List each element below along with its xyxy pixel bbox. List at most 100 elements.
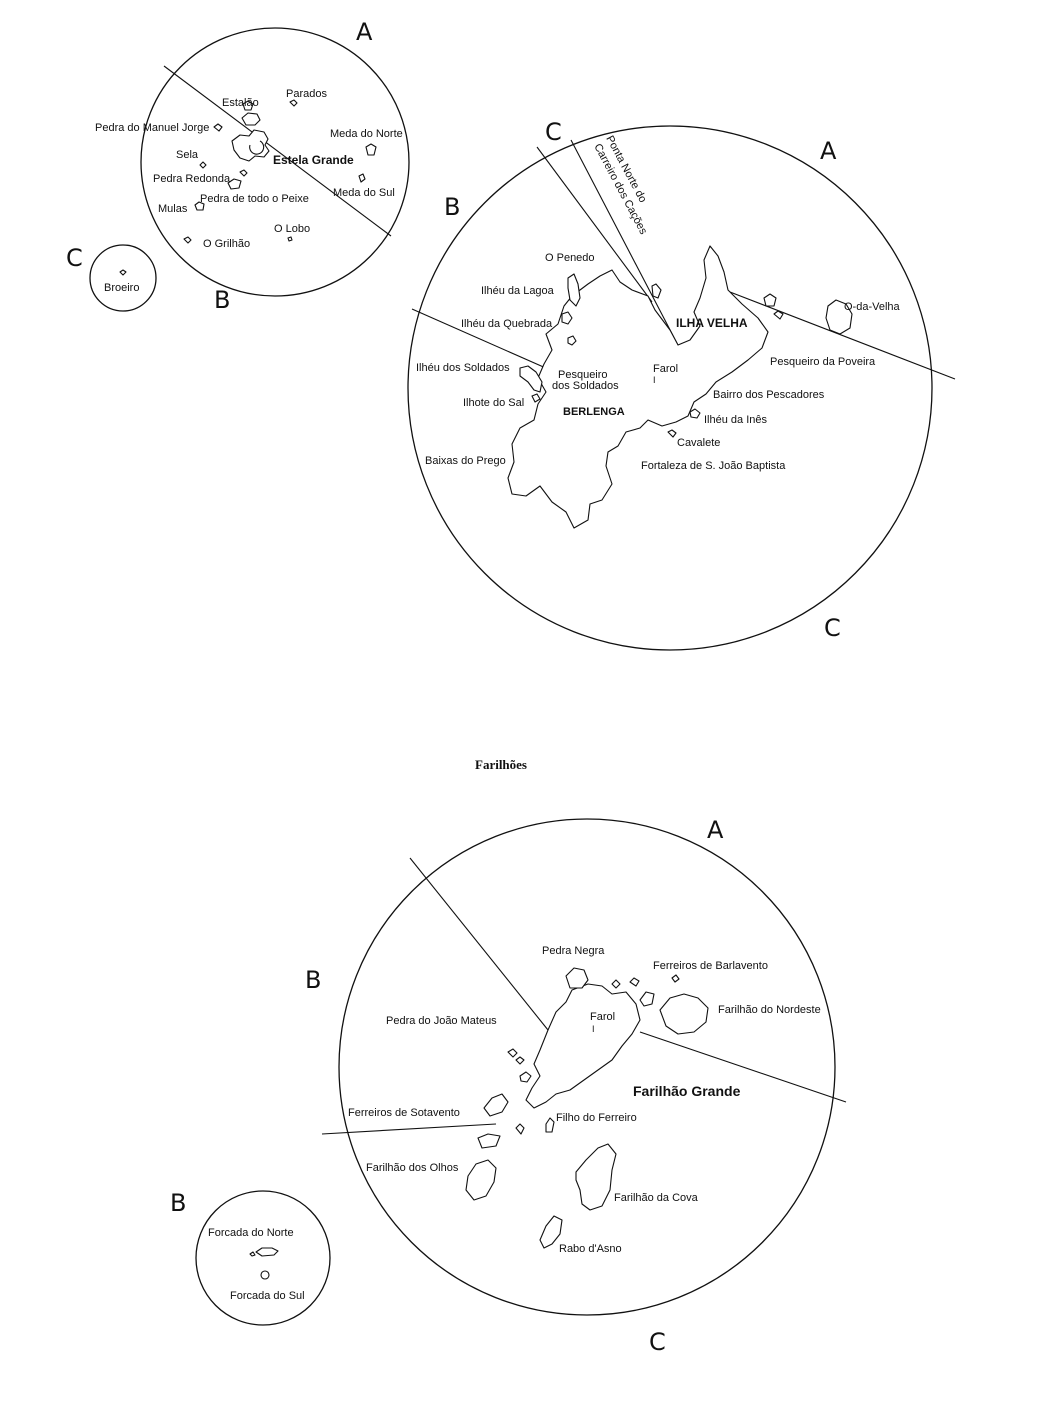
berlenga-zone-circle [407,125,933,651]
forcada-norte-rock [255,1247,279,1257]
label-cavalete: Cavalete [677,437,720,449]
label-pedra-manuel-jorge: Pedra do Manuel Jorge [95,122,209,134]
farilhoes-zone-b: B [305,966,321,994]
farilhao-grande-island [525,983,641,1109]
estelas-panel: A B Estalão Parados Pedra do Manuel Jorg… [95,18,410,314]
label-meda-sul: Meda do Sul [333,187,395,199]
label-ferreiros-sotavento: Ferreiros de Sotavento [348,1107,460,1119]
label-o-grilhao: O Grilhão [203,238,250,250]
o-grilhao-rock [183,236,192,244]
joao-mateus-rock-1 [507,1048,518,1058]
label-ilheu-lagoa: Ilhéu da Lagoa [481,285,555,297]
estelas-sector-line [163,65,392,237]
ferreiro-rock-small [515,1123,525,1135]
label-o-penedo: O Penedo [545,252,595,264]
rabo-asno-rock [539,1215,563,1249]
label-ilheu-quebrada: Ilhéu da Quebrada [461,318,553,330]
label-farilhao-olhos: Farilhão dos Olhos [366,1162,459,1174]
label-o-da-velha: O-da-Velha [844,301,901,313]
label-o-lobo: O Lobo [274,223,310,235]
label-parados: Parados [286,88,327,100]
o-penedo-rock [567,273,581,307]
berlenga-farol-marker: I [653,375,656,385]
ilha-velha-rocks-1 [763,293,777,307]
farilhao-nordeste-rock [659,993,709,1035]
label-pedra-joao-mateus: Pedra do João Mateus [386,1015,497,1027]
label-ferreiros-barlavento: Ferreiros de Barlavento [653,960,768,972]
ponta-norte-rock [651,283,662,299]
farilhoes-zone-circle [338,818,836,1316]
pedra-redonda-rock [227,178,242,190]
label-forcada-sul: Forcada do Sul [230,1290,305,1302]
pedra-manuel-jorge-rock [213,123,223,132]
filho-ferreiro-rock [545,1117,555,1133]
ilheu-quebrada-rock [567,335,577,346]
label-berlenga-farol: Farol [653,363,678,375]
farilhoes-sector-line-east [639,1031,847,1103]
label-sela: Sela [176,149,199,161]
ilha-velha-rocks-2 [773,310,784,320]
farilhoes-farol-marker: I [592,1024,595,1034]
estelas-zone-circle [140,27,410,297]
label-ilheu-soldados: Ilhéu dos Soldados [416,362,510,374]
o-da-velha-rock [825,299,853,335]
farilhao-olhos-rock [465,1159,497,1201]
berlenga-sector-line-west [411,308,549,370]
ilheu-lagoa-rock [561,311,573,325]
label-estela-grande: Estela Grande [273,153,354,167]
farilhoes-title: Farilhões [475,757,527,772]
label-forcada-norte: Forcada do Norte [208,1227,294,1239]
label-ilha-velha: ILHA VELHA [676,316,748,330]
farilhoes-sector-line-nw [409,857,549,1031]
ilheu-ines-rock [689,408,701,419]
label-berlenga: BERLENGA [563,406,625,418]
label-mulas: Mulas [158,203,188,215]
estela-grande-island [231,100,270,162]
meda-sul-rock [358,173,366,183]
estelas-zone-a: A [356,18,373,46]
o-lobo-rock [287,236,293,242]
farilhao-olhos-rock-2 [477,1133,501,1149]
broeiro-rock [119,269,127,276]
joao-mateus-rock-2 [519,1071,532,1083]
label-ilheu-ines: Ilhéu da Inês [704,414,767,426]
forcada-sul-rock [260,1270,270,1280]
farilhoes-zone-c: C [649,1328,666,1356]
label-rabo-asno: Rabo d'Asno [559,1243,622,1255]
farilhoes-sector-line-west [321,1123,497,1135]
meda-norte-rock [365,143,377,156]
ferreiros-sotavento-rock [483,1093,509,1117]
farilhoes-zone-a: A [707,816,724,844]
berlenga-zone-a: A [820,137,837,165]
berlenga-channel-line-1 [536,146,653,303]
sela-rock [199,161,207,169]
cavalete-rock [667,429,677,438]
label-farilhao-cova: Farilhão da Cova [614,1192,699,1204]
label-bairro-pescadores: Bairro dos Pescadores [713,389,825,401]
ferreiros-barlavento-rock-3 [671,974,680,983]
ilheu-soldados-rock [519,365,543,393]
mulas-rock [194,201,205,211]
parados-rock [289,99,298,107]
label-estalao: Estalão [222,97,259,109]
label-ilhote-sal: Ilhote do Sal [463,397,524,409]
label-fortaleza: Fortaleza de S. João Baptista [641,460,786,472]
berlenga-zone-c-bottom: C [824,614,841,642]
label-filho-ferreiro: Filho do Ferreiro [556,1112,637,1124]
label-pedra-negra: Pedra Negra [542,945,605,957]
joao-mateus-rock-3 [515,1056,525,1065]
berlenga-zone-b: B [444,193,460,221]
label-pedra-redonda: Pedra Redonda [153,173,231,185]
ilhote-sal-rock [531,393,541,403]
ferreiros-barlavento-rock-1 [639,991,655,1007]
forcadas-zone-b: B [170,1189,186,1217]
label-farilhao-grande: Farilhão Grande [633,1083,741,1099]
forcada-norte-rock-small [249,1251,256,1257]
forcadas-panel: B Forcada do Norte Forcada do Sul [170,1189,331,1326]
label-farilhao-nordeste: Farilhão do Nordeste [718,1004,821,1016]
pedra-negra-rock [565,967,589,989]
label-meda-norte: Meda do Norte [330,128,403,140]
berlenga-channel-line-2 [570,139,681,350]
broeiro-panel: C Broeiro [66,244,157,312]
